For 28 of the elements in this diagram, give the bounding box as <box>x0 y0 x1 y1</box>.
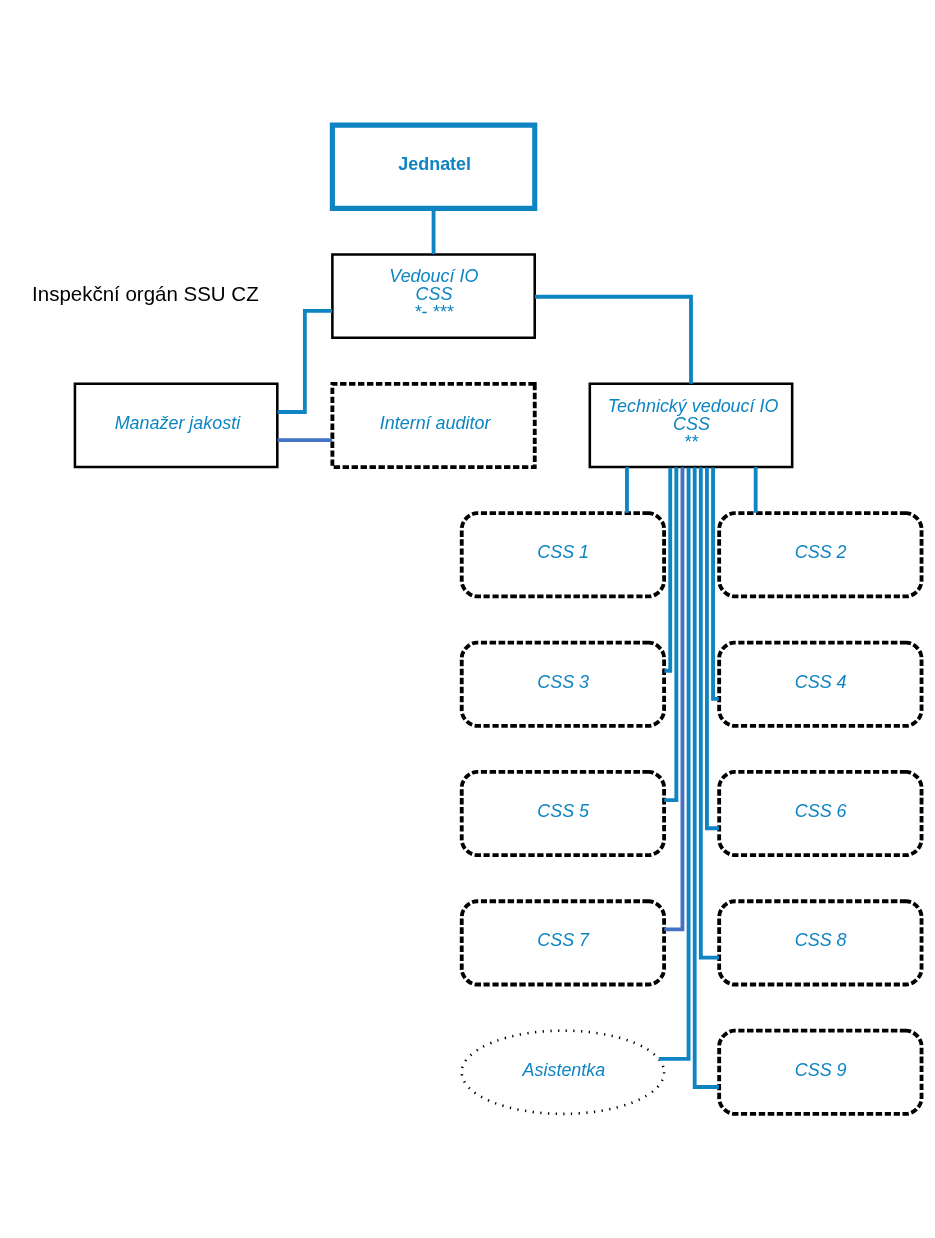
node-box: CSS 6 <box>717 769 924 857</box>
node-box: Jednatel <box>329 122 538 211</box>
node-box: CSS 2 <box>717 510 924 598</box>
connector <box>625 466 629 513</box>
connector <box>664 466 679 802</box>
node-box: Technický vedoucí IO CSS ** <box>588 382 794 468</box>
node-box: CSS 7 <box>459 898 666 986</box>
node-box: Manažer jakosti <box>73 382 279 468</box>
connector <box>753 466 758 513</box>
node-box: CSS 5 <box>459 769 666 857</box>
node-box: CSS 4 <box>717 640 924 728</box>
connector <box>698 466 719 960</box>
connector <box>658 467 691 1061</box>
connector <box>711 467 719 701</box>
node-box: CSS 9 <box>717 1028 924 1116</box>
connector <box>534 294 693 384</box>
connector <box>705 466 720 830</box>
connector <box>664 467 673 673</box>
node-ellipse: Asistentka <box>460 1028 666 1115</box>
connector <box>277 308 333 414</box>
node-box: Vedoucí IO CSS *- *** <box>331 252 536 339</box>
node-box: CSS 3 <box>459 640 666 728</box>
node-box: Interní auditor <box>330 381 537 469</box>
label: Inspekční orgán SSU CZ <box>32 281 259 305</box>
node-box: CSS 1 <box>459 510 666 598</box>
connector <box>277 437 333 442</box>
node-box: CSS 8 <box>717 898 924 986</box>
connector <box>664 466 685 931</box>
